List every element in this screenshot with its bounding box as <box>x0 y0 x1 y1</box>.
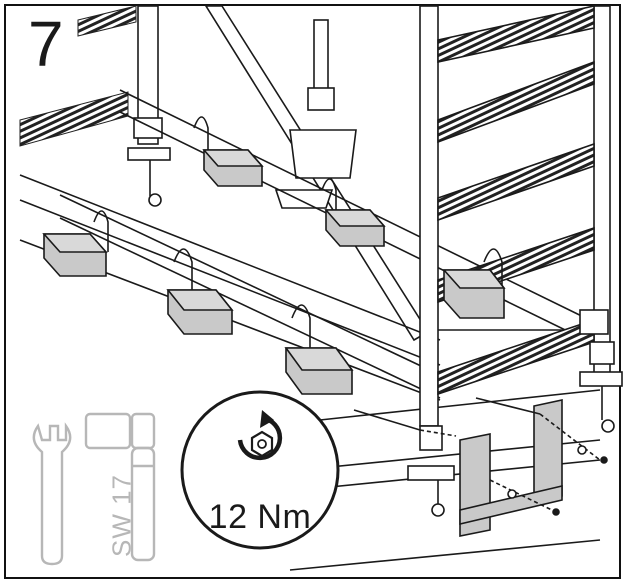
torque-callout <box>180 390 340 550</box>
front-post-base <box>407 425 455 517</box>
deck-stripes-top-left <box>19 5 137 147</box>
ballast-weight <box>321 178 386 247</box>
socket-wrench-icon <box>84 412 156 562</box>
torque-value: 12 Nm <box>208 498 312 536</box>
ladder-frame <box>419 5 623 433</box>
left-vertical-post <box>127 5 171 207</box>
ballast-weight <box>193 116 264 187</box>
diagram-frame <box>4 4 621 579</box>
ballast-weights <box>42 116 506 395</box>
ballast-weight <box>166 248 234 335</box>
hex-nut-icon <box>250 430 274 458</box>
adjustable-spindle <box>274 19 357 209</box>
ballast-weight <box>442 248 506 319</box>
step-number: 7 <box>28 8 64 80</box>
ballast-weight <box>284 304 354 395</box>
wrench-size-label: SW 17 <box>106 473 137 558</box>
clamp-bracket <box>353 397 608 537</box>
ballast-weight <box>42 210 109 277</box>
tighten-rotation-icon <box>237 410 283 461</box>
wrench-icon <box>32 422 72 566</box>
